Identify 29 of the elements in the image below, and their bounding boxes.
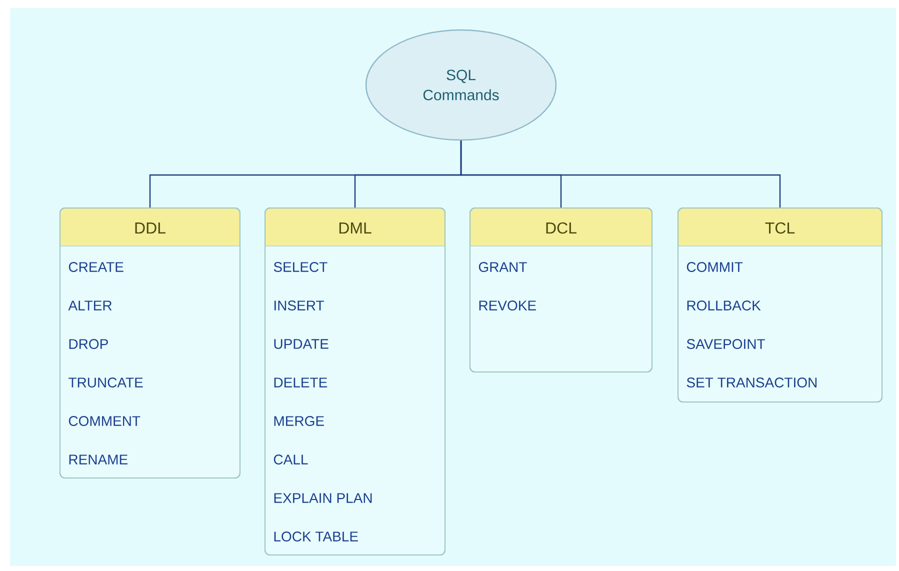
category-box xyxy=(60,208,240,478)
command-label: CREATE xyxy=(68,262,124,272)
box-heading: TCL xyxy=(765,222,795,234)
command-label: INSERT xyxy=(274,300,324,310)
command-label: ALTER xyxy=(68,300,112,310)
command-label: LOCK TABLE xyxy=(274,532,358,542)
connector-line xyxy=(460,140,781,208)
command-label: EXPLAIN PLAN xyxy=(274,493,372,503)
box-heading: DDL xyxy=(135,222,166,234)
command-label: COMMENT xyxy=(68,416,140,426)
category-box xyxy=(264,208,446,556)
category-box xyxy=(678,208,882,402)
category-box xyxy=(470,208,652,372)
command-label: REVOKE xyxy=(479,300,536,310)
command-label: ROLLBACK xyxy=(687,300,761,310)
command-label: SET TRANSACTION xyxy=(686,378,817,388)
command-label: SELECT xyxy=(274,262,328,272)
box-heading: DCL xyxy=(546,222,576,234)
command-label: GRANT xyxy=(478,262,527,272)
command-label: SAVEPOINT xyxy=(686,339,765,349)
command-label: DROP xyxy=(69,339,108,349)
command-label: RENAME xyxy=(69,454,128,464)
box-heading: DML xyxy=(339,222,372,234)
command-label: MERGE xyxy=(274,416,324,426)
command-label: CALL xyxy=(274,454,308,464)
command-label: COMMIT xyxy=(686,262,743,272)
command-label: DELETE xyxy=(274,378,328,388)
command-label: TRUNCATE xyxy=(68,378,143,388)
command-label: UPDATE xyxy=(274,339,328,349)
